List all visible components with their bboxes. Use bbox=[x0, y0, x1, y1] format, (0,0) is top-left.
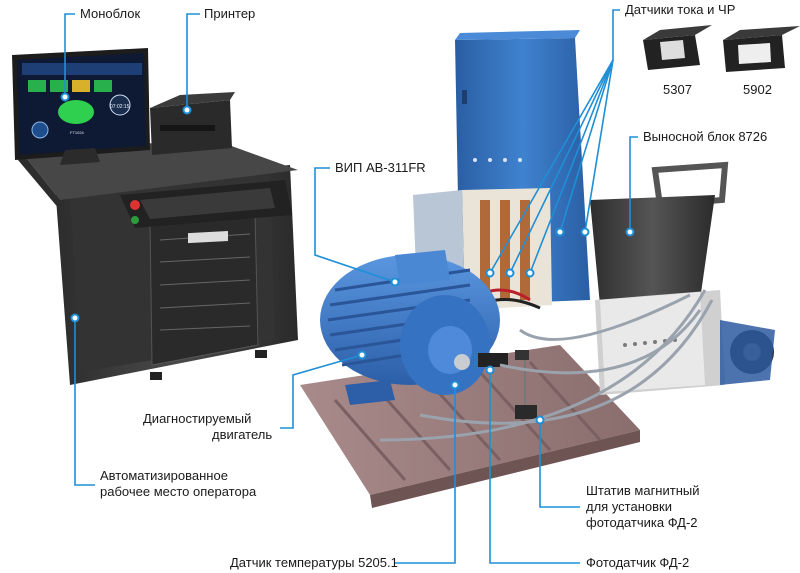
label-sensor-5902: 5902 bbox=[743, 82, 772, 97]
label-remote-unit: Выносной блок 8726 bbox=[643, 129, 768, 144]
label-monoblock: Моноблок bbox=[80, 6, 141, 21]
operator-workstation bbox=[18, 140, 298, 385]
label-arm-line2: рабочее место оператора bbox=[100, 484, 257, 499]
label-photo-sensor: Фотодатчик ФД-2 bbox=[586, 555, 690, 570]
label-stand-line2: для установки bbox=[586, 499, 672, 514]
label-motor-line1: Диагностируемый bbox=[143, 411, 252, 426]
label-temp-sensor: Датчик температуры 5205.1 bbox=[230, 555, 398, 570]
label-sensor-5307: 5307 bbox=[663, 82, 692, 97]
label-current-sensors: Датчики тока и ЧР bbox=[625, 2, 736, 17]
monoblock-monitor: 07:02:15 FT1024 bbox=[12, 48, 150, 165]
label-printer: Принтер bbox=[204, 6, 256, 21]
cables bbox=[379, 289, 714, 442]
current-clamp-icon bbox=[643, 25, 712, 70]
screen-clock: 07:02:15 bbox=[110, 104, 130, 110]
printer bbox=[150, 92, 235, 155]
label-motor-line2: двигатель bbox=[212, 427, 273, 442]
leader-lines bbox=[64, 9, 638, 564]
label-stand-line3: фотодатчика ФД-2 bbox=[586, 515, 698, 530]
screen-model: FT1024 bbox=[70, 130, 85, 135]
remote-unit bbox=[590, 161, 775, 395]
label-stand-line1: Штатив магнитный bbox=[586, 483, 700, 498]
label-vip: ВИП АВ-311FR bbox=[335, 160, 426, 175]
label-arm-line1: Автоматизированное bbox=[100, 468, 228, 483]
connector-dot-icon bbox=[60, 92, 635, 425]
square-clamp-icon bbox=[723, 26, 800, 72]
blue-rack bbox=[413, 30, 590, 318]
